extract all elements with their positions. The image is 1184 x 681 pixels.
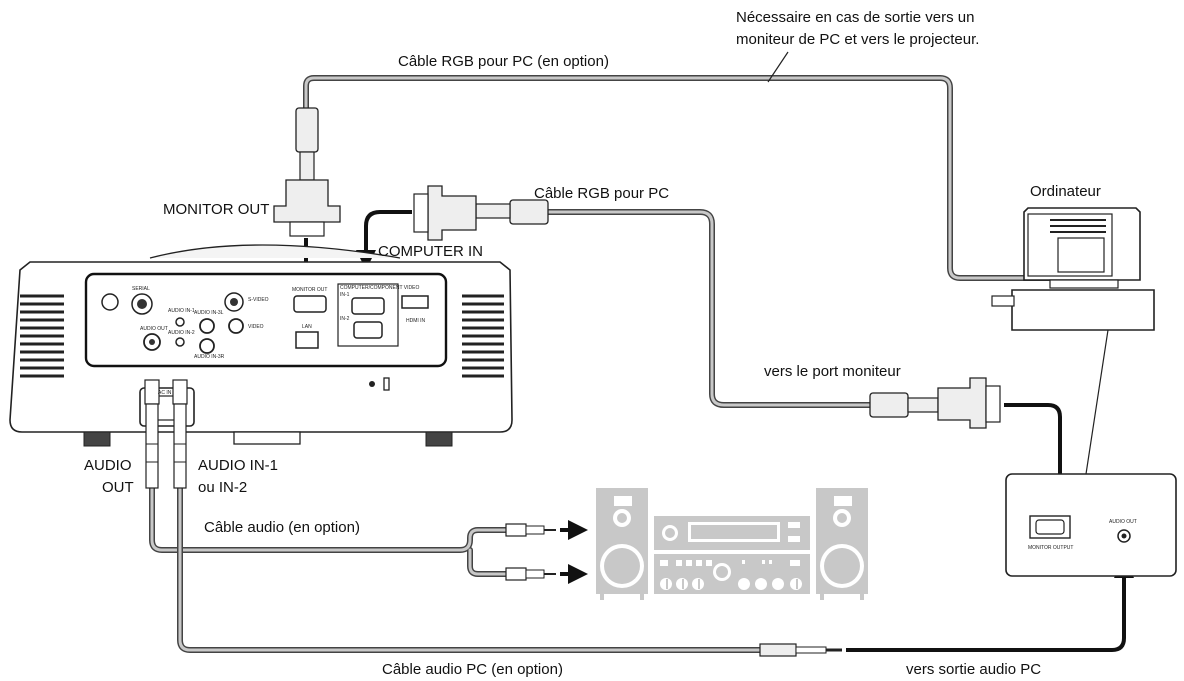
panel-audio-in-1-label: AUDIO IN-1 xyxy=(168,308,195,314)
ir-receiver xyxy=(101,293,119,311)
arrow-computer-in xyxy=(356,210,412,270)
pc-audio-cable-optional-label: Câble audio PC (en option) xyxy=(382,661,563,678)
foot-right xyxy=(425,431,453,447)
panel-s-video-label: S-VIDEO xyxy=(248,297,269,303)
pc-audio-cable-optional xyxy=(177,485,842,657)
rgb-cable-optional xyxy=(303,75,1113,281)
vent-left xyxy=(20,294,64,378)
security-slot xyxy=(383,377,390,391)
computer-in-1-port xyxy=(351,297,385,315)
panel-audio-in-3r-label: AUDIO IN-3R xyxy=(194,354,225,360)
vga-plug-computer-in xyxy=(413,185,511,241)
speaker-left xyxy=(596,488,648,600)
lock-icon xyxy=(369,381,375,387)
monitor-out-port xyxy=(293,295,327,313)
pc-back-panel: MONITOR OUTPUT AUDIO OUT xyxy=(1005,473,1177,577)
rgb-cable-optional-label: Câble RGB pour PC (en option) xyxy=(398,53,609,70)
pc-monitor-output-label: MONITOR OUTPUT xyxy=(1028,545,1073,551)
rca-plug-audio-out xyxy=(144,379,160,489)
arrow-pc-monitor-output xyxy=(1004,403,1070,504)
rca-plug-audio-in xyxy=(172,379,188,489)
to-monitor-port-label: vers le port moniteur xyxy=(764,363,901,380)
projector xyxy=(9,244,513,447)
pc-audio-out-label: AUDIO OUT xyxy=(1109,519,1137,525)
rgb-cable xyxy=(545,209,873,408)
stand xyxy=(233,431,301,445)
computer-in-2-port xyxy=(353,321,383,339)
leader-pc-panel xyxy=(1085,329,1109,475)
panel-monitor-out-label: MONITOR OUT xyxy=(292,287,327,293)
audio-in-2-jack xyxy=(175,337,185,347)
ferrite-core xyxy=(869,392,909,418)
rgb-cable-label: Câble RGB pour PC xyxy=(534,185,669,202)
audio-out-label-line-1: AUDIO xyxy=(84,457,132,474)
leader-note xyxy=(767,51,789,83)
audio-in-3r-jack xyxy=(199,338,215,354)
panel-hdmi-in-label: HDMI IN xyxy=(406,318,426,324)
panel-serial-label: SERIAL xyxy=(132,286,150,292)
computer xyxy=(991,207,1155,331)
note-line-1: Nécessaire en cas de sortie vers un xyxy=(736,9,974,26)
arrow-pc-audio-out xyxy=(846,558,1134,652)
audio-out-label-line-2: OUT xyxy=(102,479,134,496)
video-jack xyxy=(228,318,244,334)
vga-plug-monitor-out xyxy=(273,151,341,237)
panel-video-label: VIDEO xyxy=(248,324,264,330)
rca-plug-amp-1 xyxy=(505,523,556,537)
ferrite-core xyxy=(509,199,549,225)
panel-ac-in-label: AC IN xyxy=(158,390,172,396)
panel-lan-label: LAN xyxy=(302,324,312,330)
audio-in-1-jack xyxy=(175,317,185,327)
computer-label: Ordinateur xyxy=(1030,183,1101,200)
panel-computer-component-label: COMPUTER/COMPONENT VIDEO xyxy=(340,285,419,291)
lan-port xyxy=(295,331,319,349)
audio-in-label-line-2: ou IN-2 xyxy=(198,479,247,496)
panel-in-1-label: IN-1 xyxy=(340,292,350,298)
panel-audio-in-2-label: AUDIO IN-2 xyxy=(168,330,195,336)
ferrite-core xyxy=(295,107,319,153)
panel-in-2-label: IN-2 xyxy=(340,316,350,322)
tuner xyxy=(654,516,810,550)
computer-in-label: COMPUTER IN xyxy=(378,243,483,260)
vent-right xyxy=(462,294,504,378)
audio-in-label-line-1: AUDIO IN-1 xyxy=(198,457,278,474)
panel-audio-out-label: AUDIO OUT xyxy=(140,326,168,332)
note-line-2: moniteur de PC et vers le projecteur. xyxy=(736,31,979,48)
to-pc-audio-out-label: vers sortie audio PC xyxy=(906,661,1041,678)
speaker-right xyxy=(816,488,868,600)
hdmi-port xyxy=(401,295,429,309)
audio-cable-optional xyxy=(149,485,509,577)
amplifier xyxy=(654,554,810,594)
monitor-out-label: MONITOR OUT xyxy=(163,201,269,218)
audio-cable-optional-label: Câble audio (en option) xyxy=(204,519,360,536)
computer-component-box xyxy=(337,283,399,347)
vga-plug-monitor-port xyxy=(907,377,1001,429)
foot-left xyxy=(83,431,111,447)
panel-audio-in-3l-label: AUDIO IN-3L xyxy=(194,310,224,316)
rca-plug-amp-2 xyxy=(505,567,556,581)
audio-in-3l-jack xyxy=(199,318,215,334)
